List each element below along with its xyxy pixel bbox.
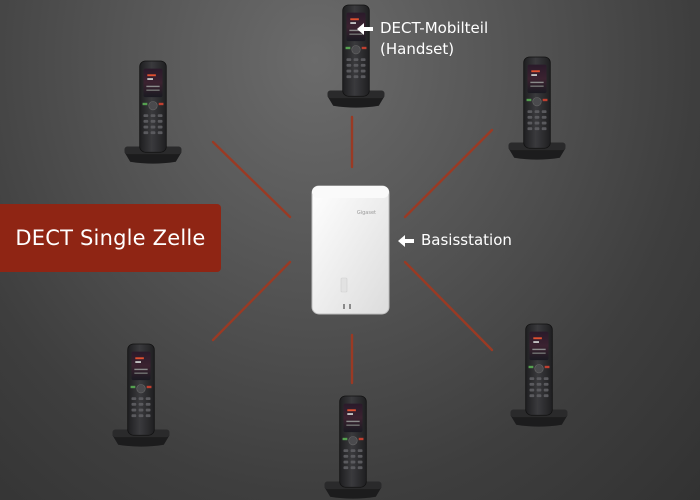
- cell-title-box: DECT Single Zelle: [0, 204, 221, 272]
- handset-label: DECT-Mobilteil (Handset): [357, 18, 488, 60]
- handset-label-line2: (Handset): [380, 39, 488, 60]
- handset-label-line1: DECT-Mobilteil: [380, 18, 488, 39]
- base-station-label-text: Basisstation: [421, 230, 512, 251]
- base-brand-logo: Gigaset: [357, 210, 376, 216]
- link-line-lower-left: [213, 262, 290, 340]
- left-arrow-icon: [398, 235, 414, 247]
- link-line-upper-right: [405, 130, 492, 217]
- base-station-icon: Gigaset: [312, 186, 389, 314]
- handset-icon-upper-right: [509, 57, 566, 160]
- handset-icon-upper-left: [125, 61, 182, 164]
- handset-icon-lower-left: [113, 344, 170, 447]
- link-line-lower-right: [405, 262, 492, 350]
- link-line-upper-left: [213, 142, 290, 217]
- base-station-label: Basisstation: [398, 230, 512, 251]
- left-arrow-icon: [357, 23, 373, 35]
- handset-icon-lower-right: [511, 324, 568, 427]
- handset-icon-bottom: [325, 396, 382, 499]
